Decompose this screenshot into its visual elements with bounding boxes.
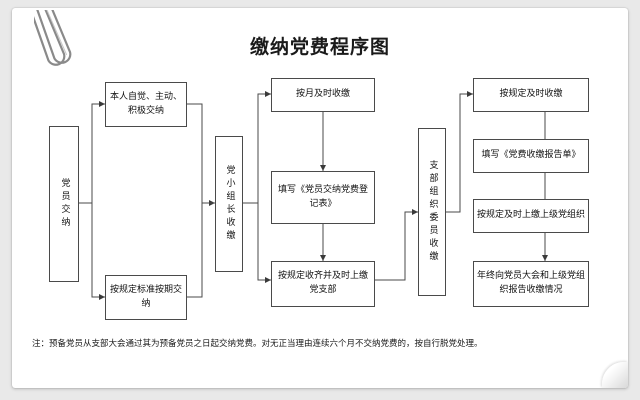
node-label: 按规定及时上缴上级党组织 bbox=[477, 210, 586, 221]
node-label: 按月及时收缴 bbox=[295, 89, 350, 100]
node-tianxie-dengjibiao: 填写《党员交纳党费登记表》 bbox=[271, 171, 375, 224]
node-anguiding-jishi-shoujiao: 按规定及时收缴 bbox=[473, 78, 589, 112]
node-label: 按规定标准按期交纳 bbox=[109, 284, 182, 309]
node-benren-zijue: 本人自觉、主动、积极交纳 bbox=[105, 82, 187, 127]
footnote: 注：预备党员从支部大会通过其为预备党员之日起交纳党费。对无正当理由连续六个月不交… bbox=[32, 339, 483, 349]
node-label: 年终向党员大会和上级党组织报告收缴情况 bbox=[477, 271, 586, 295]
node-label: 党员交纳 bbox=[59, 178, 70, 230]
paper-card: 缴纳党费程序图 bbox=[12, 8, 628, 388]
node-anguiding-biaozhun: 按规定标准按期交纳 bbox=[105, 275, 187, 320]
node-label: 填写《党费收缴报告单》 bbox=[481, 150, 581, 161]
node-label: 党小组长收缴 bbox=[224, 165, 235, 243]
node-anguiding-shouqi: 按规定收齐并及时上缴党支部 bbox=[271, 261, 375, 307]
node-nianzhong-baogao: 年终向党员大会和上级党组织报告收缴情况 bbox=[473, 261, 589, 307]
node-anyue-jishi-shoujiao: 按月及时收缴 bbox=[271, 78, 375, 112]
node-dangxiaozuzhang-shoujiao: 党小组长收缴 bbox=[215, 136, 243, 272]
flowchart: 党员交纳 本人自觉、主动、积极交纳 按规定标准按期交纳 党小组长收缴 按月及时收… bbox=[12, 8, 628, 388]
node-label: 本人自觉、主动、积极交纳 bbox=[109, 91, 182, 116]
node-tianxie-baogaodan: 填写《党费收缴报告单》 bbox=[473, 139, 589, 173]
node-dangyuan-jiaona: 党员交纳 bbox=[49, 126, 79, 282]
node-shangjiao-shangji: 按规定及时上缴上级党组织 bbox=[473, 199, 589, 233]
node-label: 填写《党员交纳党费登记表》 bbox=[277, 184, 368, 209]
node-zhibu-zuzhi-weiyuan: 支部组织委员收缴 bbox=[418, 128, 446, 296]
paperclip-icon bbox=[34, 10, 72, 66]
node-label: 支部组织委员收缴 bbox=[427, 160, 438, 264]
page-title: 缴纳党费程序图 bbox=[249, 36, 390, 58]
node-label: 按规定收齐并及时上缴党支部 bbox=[277, 271, 368, 295]
node-label: 按规定及时收缴 bbox=[499, 89, 563, 100]
